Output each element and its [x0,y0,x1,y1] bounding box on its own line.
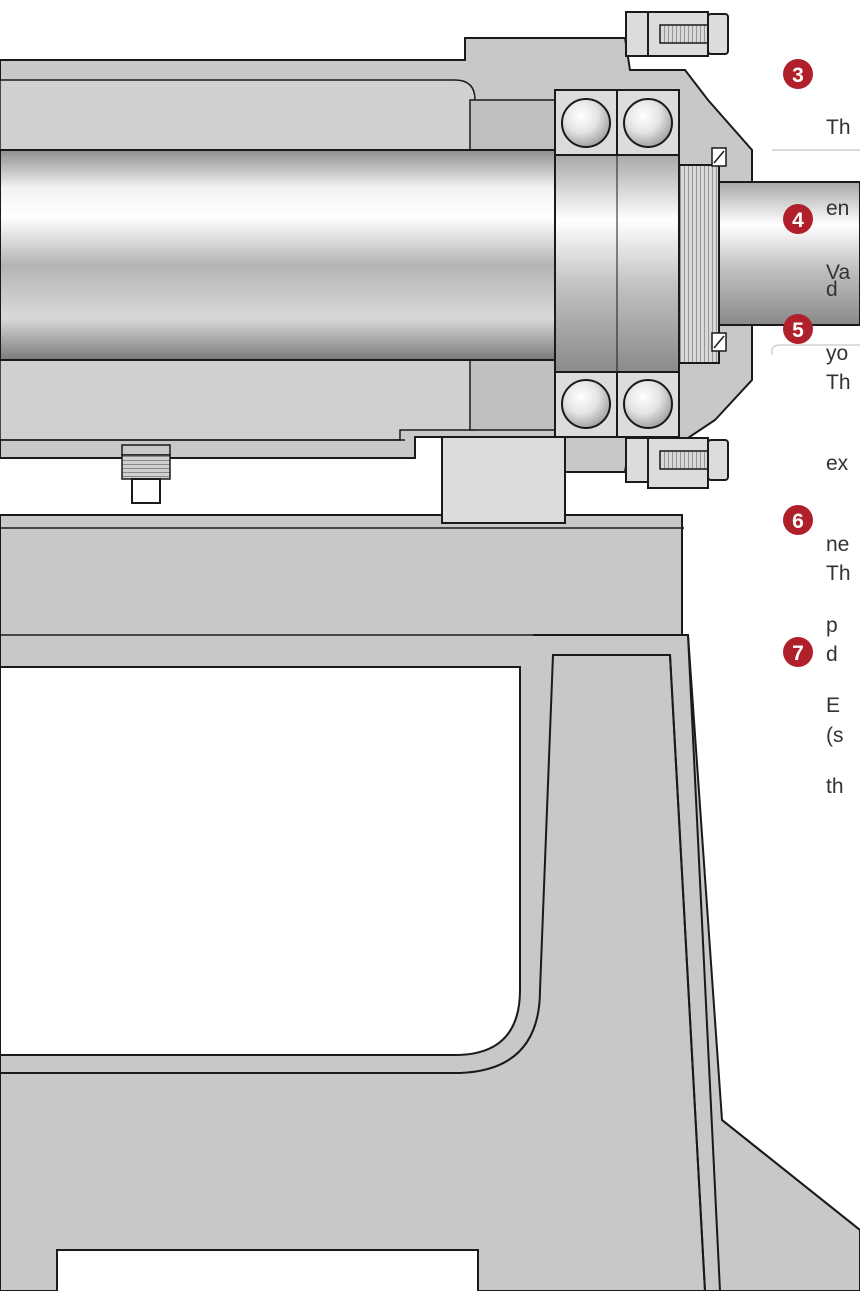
callout-badge-4: 4 [783,204,813,234]
callout-6-line-3: (s [826,724,844,747]
callout-badge-6: 6 [783,505,813,535]
main-shaft [0,149,561,361]
svg-text:6: 6 [792,510,804,533]
label-frame [56,1249,479,1291]
base-window [0,634,722,1291]
callout-4-text: Va yo [826,205,850,394]
svg-text:7: 7 [792,642,804,665]
callout-7-line-1: E [826,694,841,717]
callout-6-line-1: Th [826,562,851,585]
callout-3-text: Th en d [826,60,851,330]
callout-7-line-2: th [826,775,844,798]
callout-6-line-2: d [826,643,838,666]
callout-5-text: Th ex ne p [826,315,851,666]
bottom-bolt [625,437,729,489]
callout-3-line-1: Th [826,116,851,139]
callout-7-text: E th [826,638,844,827]
drain-plug [121,444,171,504]
threaded-locknut [678,164,720,364]
housing-foot [441,436,566,524]
callout-badge-7: 7 [783,637,813,667]
svg-text:4: 4 [792,209,804,232]
callout-badge-5: 5 [783,314,813,344]
callout-4-line-1: Va [826,261,851,284]
bearing-ball-top-left [561,98,611,148]
top-bolt [625,11,729,57]
bearing-assembly [554,89,680,438]
callout-6-text: Th d (s [826,506,851,776]
bearing-ball-top-right [623,98,673,148]
bearing-ball-bottom-right [623,379,673,429]
callout-5-line-1: Th [826,371,851,394]
shaft-stub [718,181,860,326]
callout-badge-3: 3 [783,59,813,89]
callout-3-line-2: en [826,197,850,220]
callout-5-line-4: p [826,614,838,637]
callout-5-line-2: ex [826,452,849,475]
svg-text:5: 5 [792,319,804,342]
callout-3-line-3: d [826,278,838,301]
svg-text:3: 3 [792,64,804,87]
callout-4-line-2: yo [826,342,849,365]
bearing-ball-bottom-left [561,379,611,429]
callout-5-line-3: ne [826,533,850,556]
end-cover-seals [711,147,727,352]
